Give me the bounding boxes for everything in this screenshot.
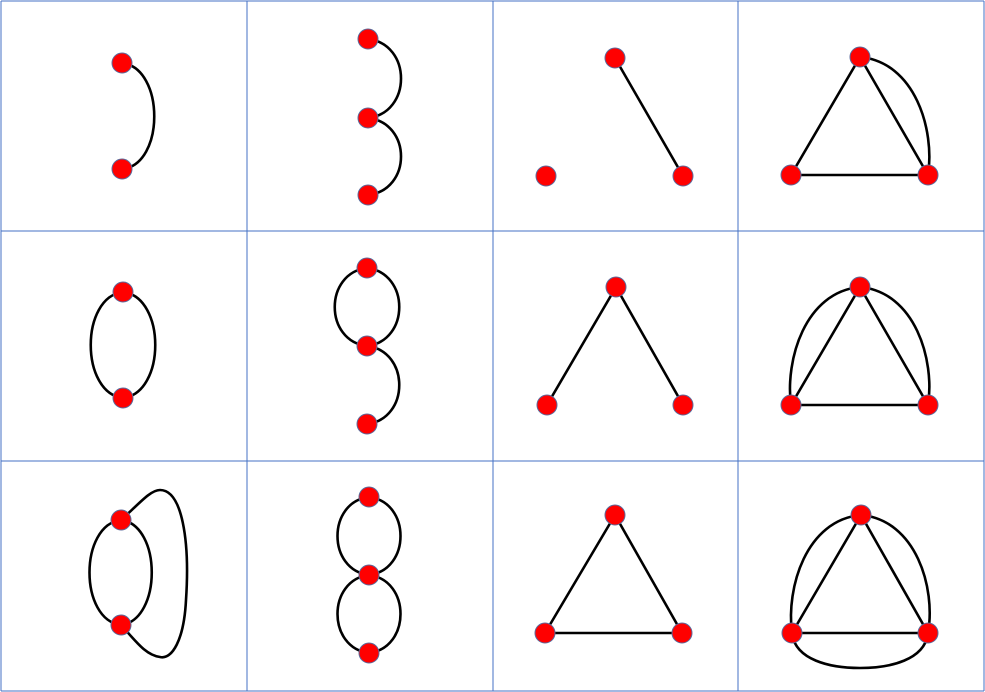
graph-vertex <box>111 158 133 180</box>
graph-vertex <box>917 394 939 416</box>
graph-vertex <box>535 165 557 187</box>
graph-vertex <box>356 257 378 279</box>
graph-vertex <box>112 387 134 409</box>
graph-cell-r1c4 <box>780 46 939 186</box>
graph-edge <box>88 518 123 627</box>
graph-vertex <box>356 413 378 435</box>
graph-edge <box>859 513 930 635</box>
graph-cell-r3c1 <box>88 488 189 659</box>
graph-edge <box>336 573 371 655</box>
graph-vertex <box>605 276 627 298</box>
graph-edge <box>858 55 931 177</box>
graph-vertex <box>672 165 694 187</box>
graph-vertex <box>534 622 556 644</box>
graph-edge <box>614 285 685 407</box>
graph-edge <box>790 631 930 670</box>
graph-cell-r3c3 <box>534 504 693 644</box>
graph-edge <box>788 285 862 407</box>
graph-vertex <box>849 276 871 298</box>
graph-edge <box>859 513 931 635</box>
graph-vertex <box>850 504 872 526</box>
graph-edge <box>333 266 369 348</box>
graph-vertex <box>536 394 558 416</box>
graph-edge <box>367 573 402 655</box>
graph-vertex <box>672 394 694 416</box>
graph-vertex <box>110 509 132 531</box>
graph-edge <box>89 290 125 400</box>
graph-vertex <box>781 622 803 644</box>
graph-edge <box>365 266 401 348</box>
graph-vertex <box>604 504 626 526</box>
graph-edge <box>119 488 189 659</box>
graph-vertex <box>671 622 693 644</box>
graph-edge <box>789 285 862 407</box>
graph-vertex <box>357 28 379 50</box>
graph-vertex <box>780 394 802 416</box>
graph-vertex <box>917 164 939 186</box>
graph-edge <box>790 513 863 635</box>
graph-edge <box>789 55 862 177</box>
graph-edge <box>366 37 403 120</box>
graph-edge <box>121 290 157 400</box>
graph-edge <box>858 285 930 407</box>
graph-cell-r2c2 <box>333 257 401 435</box>
graph-vertex <box>849 46 871 68</box>
graph-cell-r2c4 <box>780 276 939 416</box>
graph-vertex <box>356 335 378 357</box>
graph-vertex <box>780 164 802 186</box>
graph-edge <box>366 116 403 197</box>
graph-edge <box>336 495 371 577</box>
graph-cell-r2c1 <box>89 281 157 409</box>
graph-cell-r2c3 <box>536 276 694 416</box>
graph-edge <box>613 56 685 178</box>
graph-edge <box>367 495 402 577</box>
graph-edge <box>789 513 863 635</box>
graph-cell-r3c2 <box>336 486 402 664</box>
graph-cell-r1c1 <box>111 52 156 180</box>
graph-vertex <box>604 47 626 69</box>
graph-vertex <box>110 614 132 636</box>
graph-edge <box>858 55 930 177</box>
graph-cell-r1c2 <box>357 28 403 206</box>
graph-edge <box>120 61 156 171</box>
graph-cell-r1c3 <box>535 47 694 187</box>
graph-vertex <box>358 486 380 508</box>
graph-edge <box>119 518 154 627</box>
graph-edge <box>365 344 401 426</box>
graph-cell-r3c4 <box>781 504 939 670</box>
graph-edge <box>613 513 684 635</box>
graph-vertex <box>358 642 380 664</box>
graph-edge <box>858 285 931 407</box>
graph-vertex <box>358 564 380 586</box>
graph-vertex <box>112 281 134 303</box>
graph-vertex <box>111 52 133 74</box>
graph-edge <box>543 513 617 635</box>
graph-vertex <box>357 107 379 129</box>
graph-vertex <box>357 184 379 206</box>
graph-vertex <box>917 622 939 644</box>
graph-edge <box>545 285 618 407</box>
